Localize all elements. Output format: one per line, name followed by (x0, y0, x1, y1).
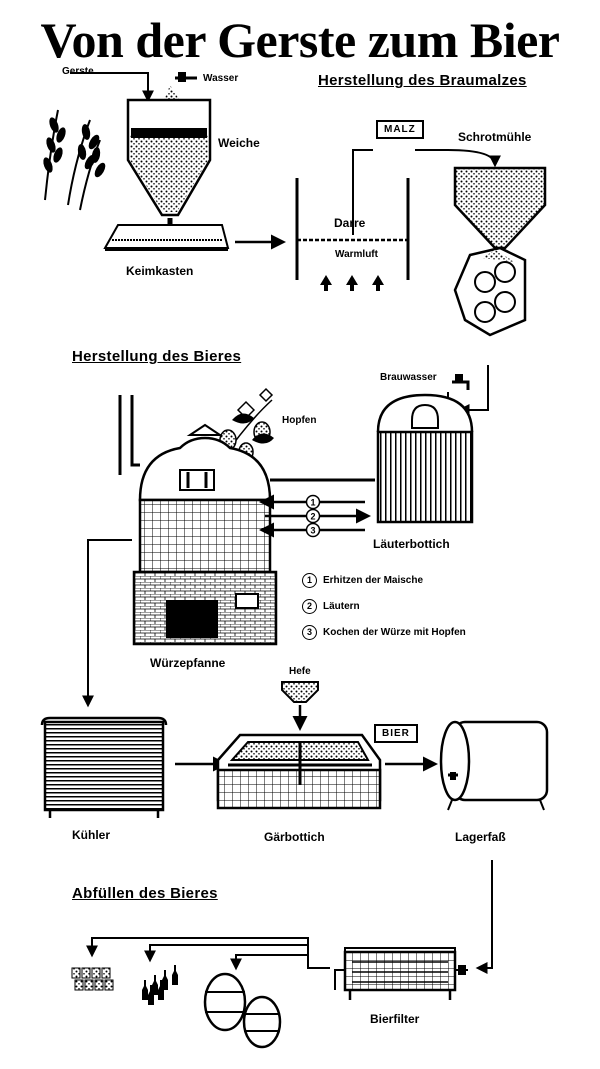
label-hopfen: Hopfen (282, 415, 317, 426)
legend-number: 1 (302, 573, 317, 588)
section-heading-bier: Herstellung des Bieres (72, 348, 242, 365)
label-warmluft: Warmluft (335, 249, 378, 260)
label-weiche: Weiche (218, 136, 260, 150)
section-heading-abfuellen: Abfüllen des Bieres (72, 885, 218, 902)
legend-item-2: 2 Läutern (302, 599, 360, 614)
schrotmuehle-mill (453, 166, 547, 337)
bierfilter-machine (334, 947, 468, 1000)
label-lagerfass: Lagerfaß (455, 830, 506, 844)
section-heading-malz: Herstellung des Braumalzes (318, 72, 527, 89)
darre-kiln (295, 149, 410, 291)
lagerfass-barrel (439, 720, 549, 811)
label-gerste: Gerste (62, 66, 94, 77)
badge-bier: BIER (374, 724, 418, 743)
label-bierfilter: Bierfilter (370, 1012, 420, 1026)
label-kuehler: Kühler (72, 828, 111, 842)
weiche-tank (70, 72, 212, 236)
legend-text: Kochen der Würze mit Hopfen (323, 627, 466, 638)
legend-item-3: 3 Kochen der Würze mit Hopfen (302, 625, 466, 640)
badge-malz: MALZ (376, 120, 424, 139)
label-laeuterbottich: Läuterbottich (373, 537, 450, 551)
containers-illustration (71, 965, 282, 1049)
label-keimkasten: Keimkasten (126, 264, 194, 278)
label-brauwasser: Brauwasser (380, 372, 437, 383)
legend-number: 2 (302, 599, 317, 614)
label-darre: Darre (334, 216, 366, 230)
keimkasten-box (103, 224, 230, 251)
svg-text:3: 3 (310, 526, 315, 536)
distribution-pipes (86, 937, 330, 971)
kuehler-cooler (40, 716, 168, 818)
label-wuerzepfanne: Würzepfanne (150, 656, 226, 670)
svg-text:2: 2 (310, 512, 315, 522)
legend-text: Läutern (323, 601, 360, 612)
label-hefe: Hefe (289, 666, 311, 677)
label-schrotmuehle: Schrotmühle (458, 130, 532, 144)
legend-item-1: 1 Erhitzen der Maische (302, 573, 423, 588)
svg-text:1: 1 (310, 498, 315, 508)
process-arrows: 1 2 3 (259, 494, 371, 538)
legend-text: Erhitzen der Maische (323, 575, 424, 586)
laeuterbottich-tank (376, 374, 474, 524)
gaerbottich-tank (216, 681, 382, 810)
label-gaerbottich: Gärbottich (264, 830, 325, 844)
page-title: Von der Gerste zum Bier (40, 12, 560, 68)
barley-illustration (43, 109, 106, 211)
legend-number: 3 (302, 625, 317, 640)
wuerzepfanne-kettle (118, 395, 278, 646)
label-wasser: Wasser (203, 73, 239, 84)
